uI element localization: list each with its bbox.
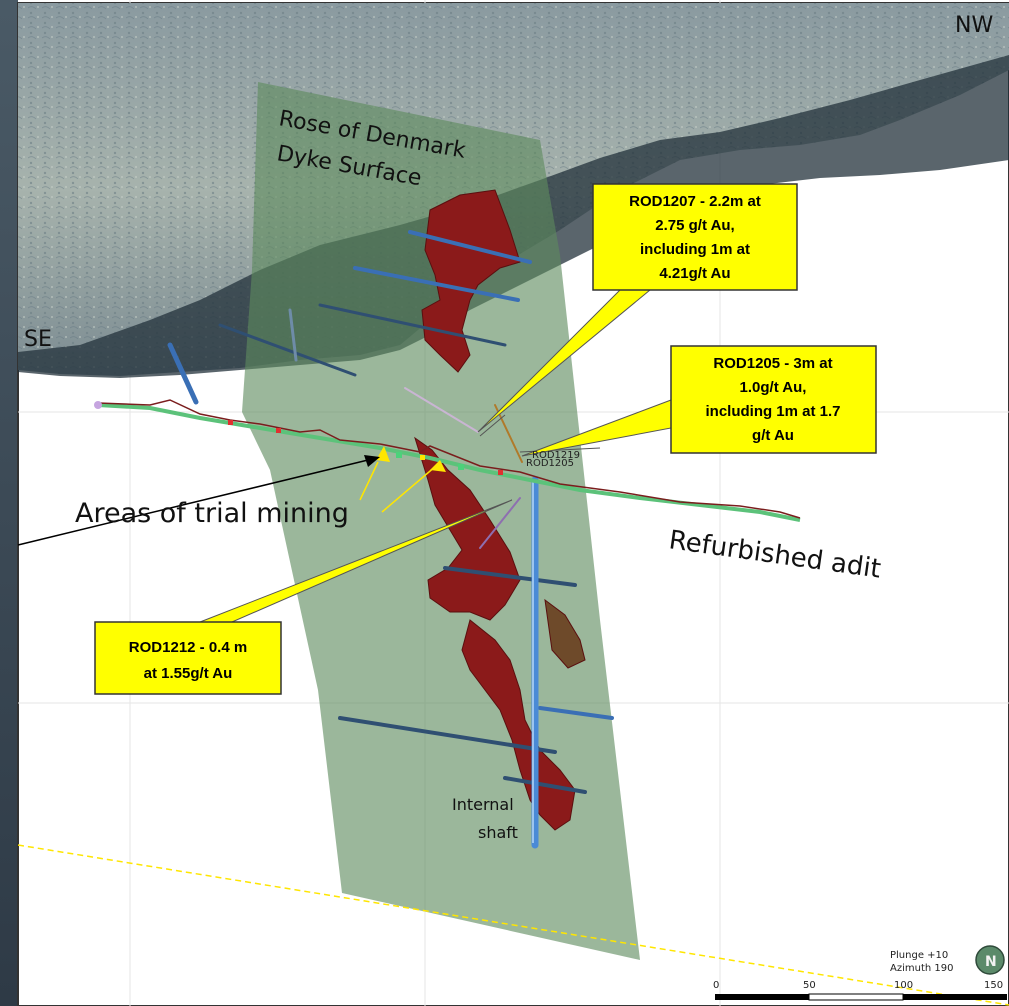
drillhole-label-b: ROD1205 [526,458,574,469]
callout-rod1205: ROD1205 - 3m at 1.0g/t Au, including 1m … [521,345,877,457]
scale-tick-100: 100 [894,980,913,991]
scale-tick-0: 0 [713,980,719,991]
callout-rod1207: ROD1207 - 2.2m at 2.75 g/t Au, including… [477,183,798,433]
callout-rod1207-line1: ROD1207 - 2.2m at [629,193,761,210]
shaft-label-line2: shaft [478,823,518,842]
callout-rod1212-line1: ROD1212 - 0.4 m [129,639,247,656]
upper-orebody [421,189,521,373]
label-southeast: SE [24,327,52,352]
callout-rod1205-line3: including 1m at 1.7 [705,403,840,420]
refurbished-adit [97,403,801,522]
callout-rod1212: ROD1212 - 0.4 m at 1.55g/t Au [94,499,513,695]
callout-rod1205-line1: ROD1205 - 3m at [713,355,832,372]
adit-outline [97,399,801,519]
trial-mining-label: Areas of trial mining [75,498,349,529]
scale-bar: 0 50 100 150 [713,980,1007,1001]
callout-rod1207-line4: 4.21g/t Au [659,265,730,282]
scale-tick-50: 50 [803,980,816,991]
north-globe-icon [975,945,1005,975]
callout-rod1212-line2: at 1.55g/t Au [144,665,233,682]
left-background-strip [0,0,18,1006]
north-indicator: N [985,954,997,970]
callout-rod1205-line2: 1.0g/t Au, [740,379,807,396]
shaft-label-line1: Internal [452,795,514,814]
lower-orebody-2 [461,619,576,831]
callout-rod1207-line3: including 1m at [640,241,750,258]
label-northwest: NW [955,13,993,38]
callout-rod1207-line2: 2.75 g/t Au, [655,217,734,234]
azimuth-label: Azimuth 190 [890,963,953,974]
drillholes [167,230,614,794]
leader-lines [17,414,601,546]
plunge-label: Plunge +10 [890,950,948,961]
section-boundary-dashed [17,844,1009,1006]
callout-rod1205-line4: g/t Au [752,427,794,444]
trial-mining-markers [228,420,503,475]
dyke-surface-plane [242,82,640,960]
orientation-widget: Plunge +10 Azimuth 190 N [890,945,1005,975]
scale-tick-150: 150 [984,980,1003,991]
drillhole-label-a: ROD1219 [532,450,580,461]
lower-orebody-3 [544,598,586,669]
adit-portal [94,401,102,409]
